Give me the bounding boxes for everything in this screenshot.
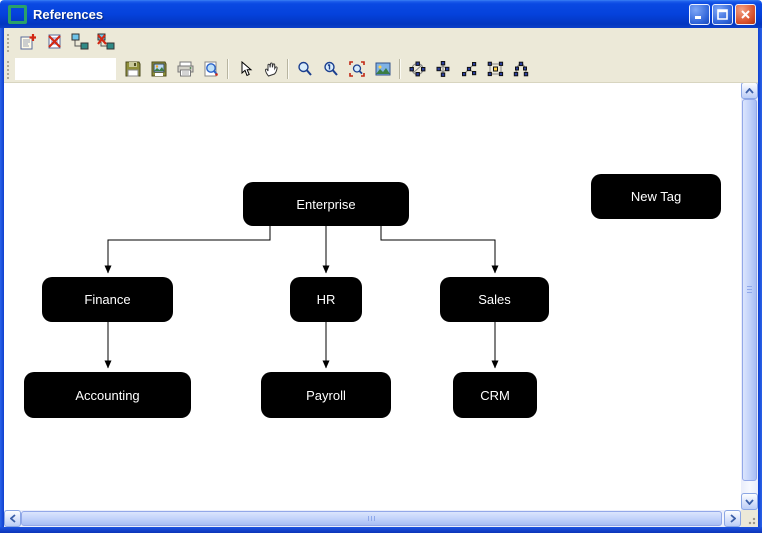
window-border-left — [0, 26, 4, 533]
horizontal-scrollbar[interactable] — [4, 510, 741, 527]
diagram-node-payroll[interactable]: Payroll — [261, 372, 391, 418]
vertical-scroll-thumb[interactable] — [742, 99, 757, 481]
toolbar-blank-field[interactable] — [15, 57, 116, 80]
horizontal-scroll-thumb[interactable] — [21, 511, 722, 526]
print-preview-icon — [204, 61, 218, 76]
view-toolbar — [4, 55, 758, 83]
zoom-100-button[interactable] — [319, 57, 343, 81]
overview-icon — [375, 62, 391, 75]
add-reference-button[interactable] — [16, 30, 40, 54]
diagram-node-hr[interactable]: HR — [290, 277, 362, 322]
chevron-right-icon — [729, 514, 736, 523]
app-icon — [8, 4, 27, 24]
delete-reference-button[interactable] — [42, 30, 66, 54]
add-reference-icon — [20, 34, 36, 50]
tree-layout-icon — [513, 61, 529, 76]
circular-layout-icon — [409, 61, 425, 76]
toolbar-gripper-2[interactable] — [6, 58, 11, 79]
orthogonal-layout-icon — [487, 61, 503, 76]
zoom-window-icon — [349, 60, 365, 77]
diagram-node-finance[interactable]: Finance — [42, 277, 173, 322]
resize-grip[interactable] — [741, 510, 758, 527]
window-border-right — [758, 26, 762, 533]
diagram-node-crm[interactable]: CRM — [453, 372, 537, 418]
print-icon — [177, 61, 193, 76]
maximize-icon — [717, 8, 728, 20]
window-title: References — [33, 6, 104, 22]
toolbar-gripper[interactable] — [6, 31, 11, 52]
force-layout-button[interactable] — [457, 57, 481, 81]
print-preview-button[interactable] — [199, 57, 223, 81]
add-tag-button[interactable] — [68, 30, 92, 54]
diagram-node-accounting[interactable]: Accounting — [24, 372, 191, 418]
export-image-icon — [151, 61, 167, 76]
zoom-button[interactable] — [293, 57, 317, 81]
scroll-right-button[interactable] — [724, 510, 741, 527]
delete-tag-icon — [96, 33, 114, 50]
minimize-icon — [695, 15, 701, 19]
symmetric-layout-button[interactable] — [431, 57, 455, 81]
chevron-down-icon — [745, 498, 754, 505]
pan-icon — [264, 62, 278, 77]
save-icon — [125, 61, 141, 76]
references-toolbar — [4, 28, 758, 56]
zoom-window-button[interactable] — [345, 57, 369, 81]
delete-reference-icon — [47, 34, 61, 49]
toolbar-separator — [227, 58, 229, 79]
scroll-left-button[interactable] — [4, 510, 21, 527]
add-tag-icon — [71, 33, 88, 50]
circular-layout-button[interactable] — [405, 57, 429, 81]
window-border-bottom — [0, 527, 762, 533]
scroll-up-button[interactable] — [741, 82, 758, 99]
save-button[interactable] — [121, 57, 145, 81]
close-button[interactable] — [735, 3, 756, 25]
select-icon — [241, 60, 252, 76]
overview-button[interactable] — [371, 57, 395, 81]
diagram-node-sales[interactable]: Sales — [440, 277, 549, 322]
export-image-button[interactable] — [147, 57, 171, 81]
chevron-left-icon — [9, 514, 16, 523]
select-button[interactable] — [233, 57, 257, 81]
zoom-100-icon — [324, 61, 338, 76]
scroll-down-button[interactable] — [741, 493, 758, 510]
vertical-scrollbar[interactable] — [741, 82, 758, 510]
title-bar[interactable]: References — [0, 0, 762, 28]
minimize-button[interactable] — [689, 3, 710, 25]
close-icon — [741, 9, 750, 19]
toolbar-separator — [287, 58, 289, 79]
symmetric-layout-icon — [436, 60, 450, 77]
diagram-node-enterprise[interactable]: Enterprise — [243, 182, 409, 226]
zoom-icon — [298, 61, 312, 76]
chevron-up-icon — [745, 87, 754, 94]
toolbar-separator — [399, 58, 401, 79]
print-button[interactable] — [173, 57, 197, 81]
tree-layout-button[interactable] — [509, 57, 533, 81]
orthogonal-layout-button[interactable] — [483, 57, 507, 81]
pan-button[interactable] — [259, 57, 283, 81]
maximize-button[interactable] — [712, 3, 733, 25]
force-layout-icon — [462, 61, 477, 76]
diagram-node-new-tag[interactable]: New Tag — [591, 174, 721, 219]
delete-tag-button[interactable] — [94, 30, 118, 54]
